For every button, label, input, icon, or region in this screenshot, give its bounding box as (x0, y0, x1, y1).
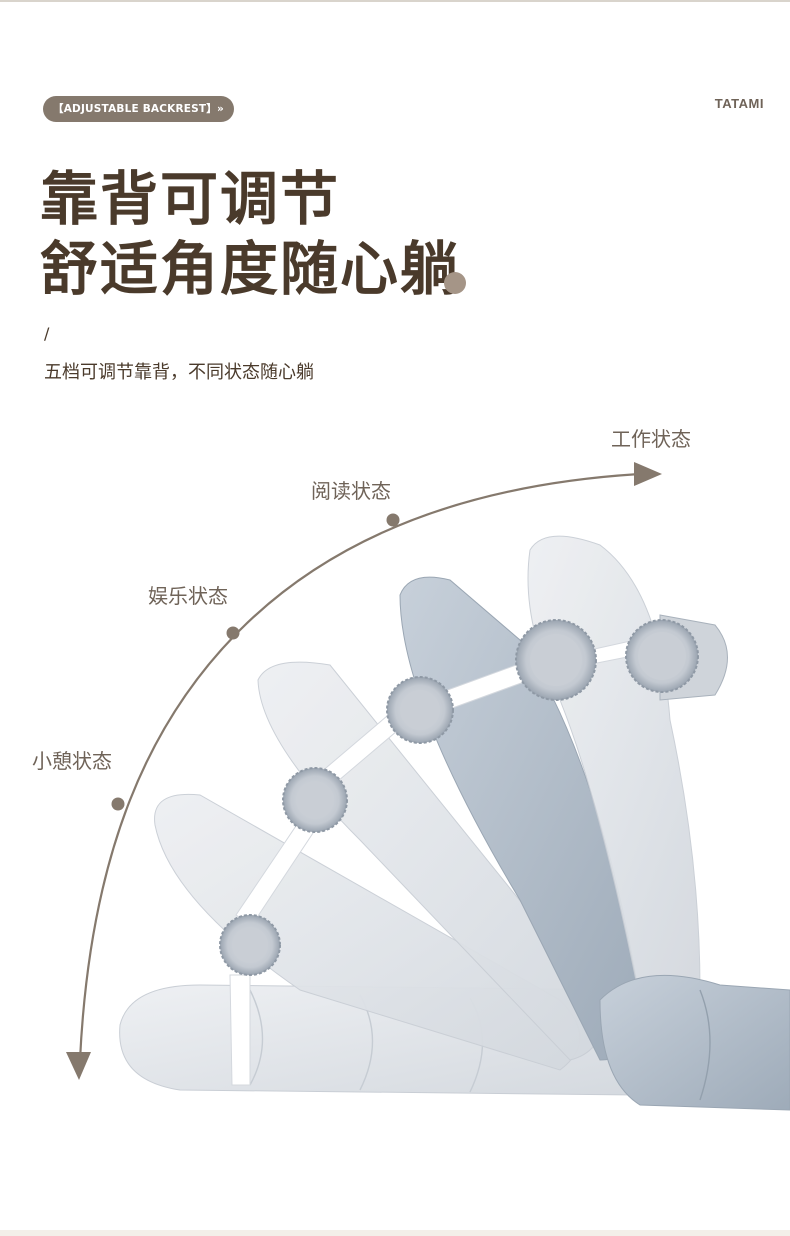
bolster-3 (386, 676, 454, 744)
bolster-4 (515, 619, 597, 701)
subtitle: 五档可调节靠背，不同状态随心躺 (44, 362, 314, 383)
slash-divider: / (44, 324, 50, 343)
bottom-band (0, 1230, 790, 1236)
backrest-position-1 (154, 793, 581, 1071)
bolster-1 (219, 914, 281, 976)
headline-line-1: 靠背可调节 (40, 165, 341, 233)
read-marker (386, 513, 400, 527)
rest-marker (111, 797, 125, 811)
seat-cushion-right (599, 974, 790, 1111)
headline-line-2: 舒适角度随心躺 (40, 235, 461, 303)
curved-arrow-icon (66, 462, 662, 1080)
bolster-5 (625, 614, 728, 701)
arrow-head-right (634, 462, 662, 486)
adjustable-backrest-tag: 【ADJUSTABLE BACKREST】» (43, 96, 234, 122)
entertainment-marker (226, 626, 240, 640)
state-label-work: 工作状态 (611, 427, 691, 451)
brand-label: TATAMI (714, 96, 764, 111)
top-divider (0, 0, 790, 2)
state-label-read: 阅读状态 (311, 479, 391, 503)
bolster-2 (282, 767, 348, 833)
state-label-rest: 小憩状态 (32, 749, 112, 773)
arrow-head-down (66, 1052, 91, 1080)
state-label-entertainment: 娱乐状态 (148, 584, 228, 608)
accent-dot (444, 272, 466, 294)
